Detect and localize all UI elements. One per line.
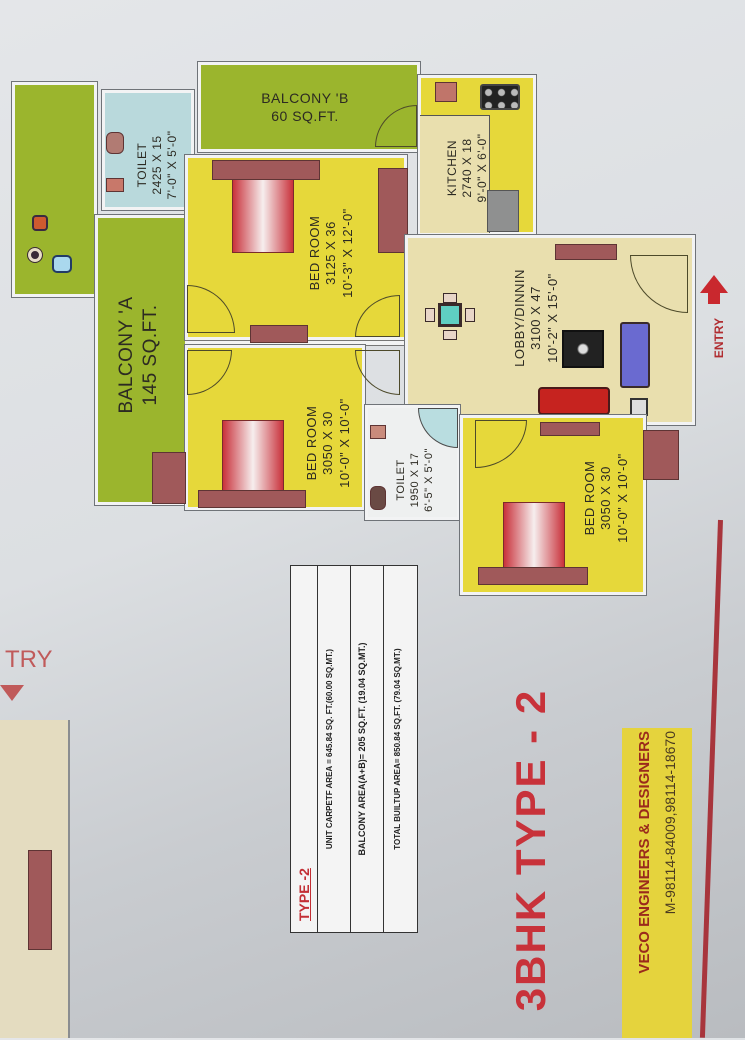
- headboard-2: [198, 490, 306, 508]
- wardrobe-1: [378, 168, 408, 253]
- dining-chair-top: [443, 293, 457, 303]
- dining-chair-left: [425, 308, 435, 322]
- entry-arrow-icon: [700, 275, 728, 293]
- stove-icon: [480, 84, 520, 110]
- entry-label: ENTRY: [712, 317, 726, 359]
- wardrobe-3: [643, 430, 679, 480]
- coffee-table-icon: [562, 330, 604, 368]
- toilet-2-basin-icon: [370, 425, 386, 439]
- balcony-area-row: BALCONY AREA(A+B)= 205 SQ.FT. (19.04 SQ.…: [357, 642, 367, 856]
- headboard-1: [212, 160, 320, 180]
- dining-chair-bottom: [443, 330, 457, 340]
- fridge-icon: [487, 190, 519, 232]
- wc-icon: [106, 178, 124, 192]
- sofa-red-icon: [538, 387, 610, 415]
- company-strip: [622, 728, 692, 1038]
- washbasin-icon: [106, 132, 124, 154]
- sofa-blue-icon: [620, 322, 650, 388]
- bed-3-icon: [503, 502, 565, 574]
- round-planter-icon: [27, 247, 43, 263]
- plant-blue-icon: [52, 255, 72, 273]
- dining-chair-right: [465, 308, 475, 322]
- bedroom-3-shelf: [540, 422, 600, 436]
- area-table: TYPE -2 UNIT CARPETF AREA = 645.84 SQ. F…: [290, 565, 418, 933]
- plan-title: 3BHK TYPE - 2: [507, 688, 554, 1012]
- dining-table-icon: [438, 303, 462, 327]
- side-table-icon: [630, 398, 648, 416]
- bed-2-icon: [222, 420, 284, 492]
- toilet-2-wc-icon: [370, 486, 386, 510]
- entry-arrow-stem: [708, 292, 720, 304]
- wardrobe-2: [152, 452, 186, 504]
- bed-1-icon: [232, 175, 294, 253]
- shelf-between-bedrooms: [250, 325, 308, 343]
- company-phone: M-98114-84009,98114-18670: [662, 731, 678, 915]
- builtup-area-row: TOTAL BUILTUP AREA= 850.84 SQ.FT. (79.04…: [393, 648, 402, 850]
- plant-pot-icon: [32, 215, 48, 231]
- lobby-shelf: [555, 244, 617, 260]
- area-table-heading: TYPE -2: [296, 868, 312, 921]
- adjacent-plan-furniture: [28, 850, 52, 950]
- adjacent-entry-arrow-icon: [0, 685, 24, 701]
- carpet-area-row: UNIT CARPETF AREA = 645.84 SQ. FT.(60.00…: [325, 648, 334, 850]
- adjacent-entry-label: TRY: [5, 646, 53, 673]
- sink-icon: [435, 82, 457, 102]
- kitchen-floor: [420, 115, 490, 233]
- headboard-3: [478, 567, 588, 585]
- company-name: VECO ENGINEERS & DESIGNERS: [636, 731, 653, 974]
